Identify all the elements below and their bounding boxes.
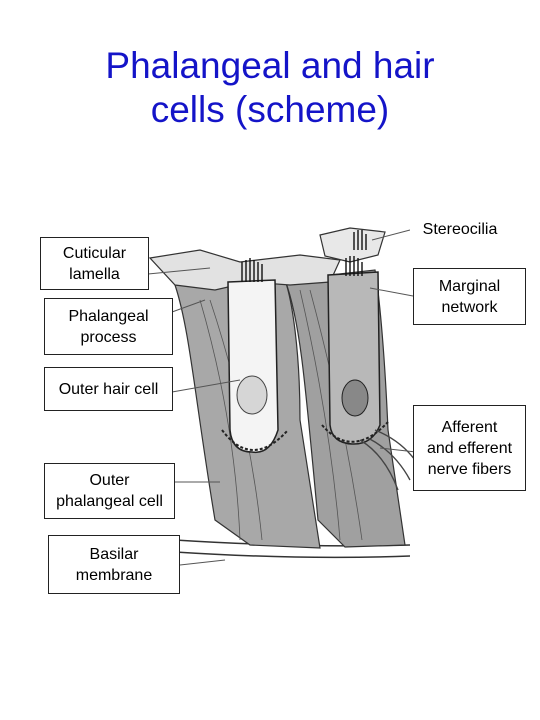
label-outer-hair-cell: Outer hair cell — [44, 367, 173, 411]
cuticular-lamella-shape — [148, 227, 386, 291]
leader-lines — [147, 229, 417, 566]
label-basilar-membrane: Basilar membrane — [48, 535, 180, 594]
outer-hair-cell-shape — [221, 279, 289, 454]
title-word-cells: cells — [150, 89, 225, 130]
label-cuticular-lamella: Cuticular lamella — [40, 237, 149, 290]
label-nerve-fibers: Afferent and efferent nerve fibers — [413, 405, 526, 491]
label-marginal-network: Marginal network — [413, 268, 526, 325]
nerve-fibers-shape — [359, 429, 416, 491]
stereocilia-shape — [241, 230, 367, 282]
label-outer-phalangeal-cell: Outer phalangeal cell — [44, 463, 175, 519]
page-title: Phalangeal and hair cells (scheme) — [0, 44, 540, 132]
label-stereocilia: Stereocilia — [410, 219, 510, 240]
title-word-scheme: (scheme) — [224, 89, 390, 130]
label-phalangeal-process: Phalangeal process — [44, 298, 173, 355]
second-hair-cell-shape — [321, 271, 389, 445]
title-line-1: Phalangeal and hair — [105, 45, 435, 86]
title-line-2: cells (scheme) — [0, 88, 540, 132]
